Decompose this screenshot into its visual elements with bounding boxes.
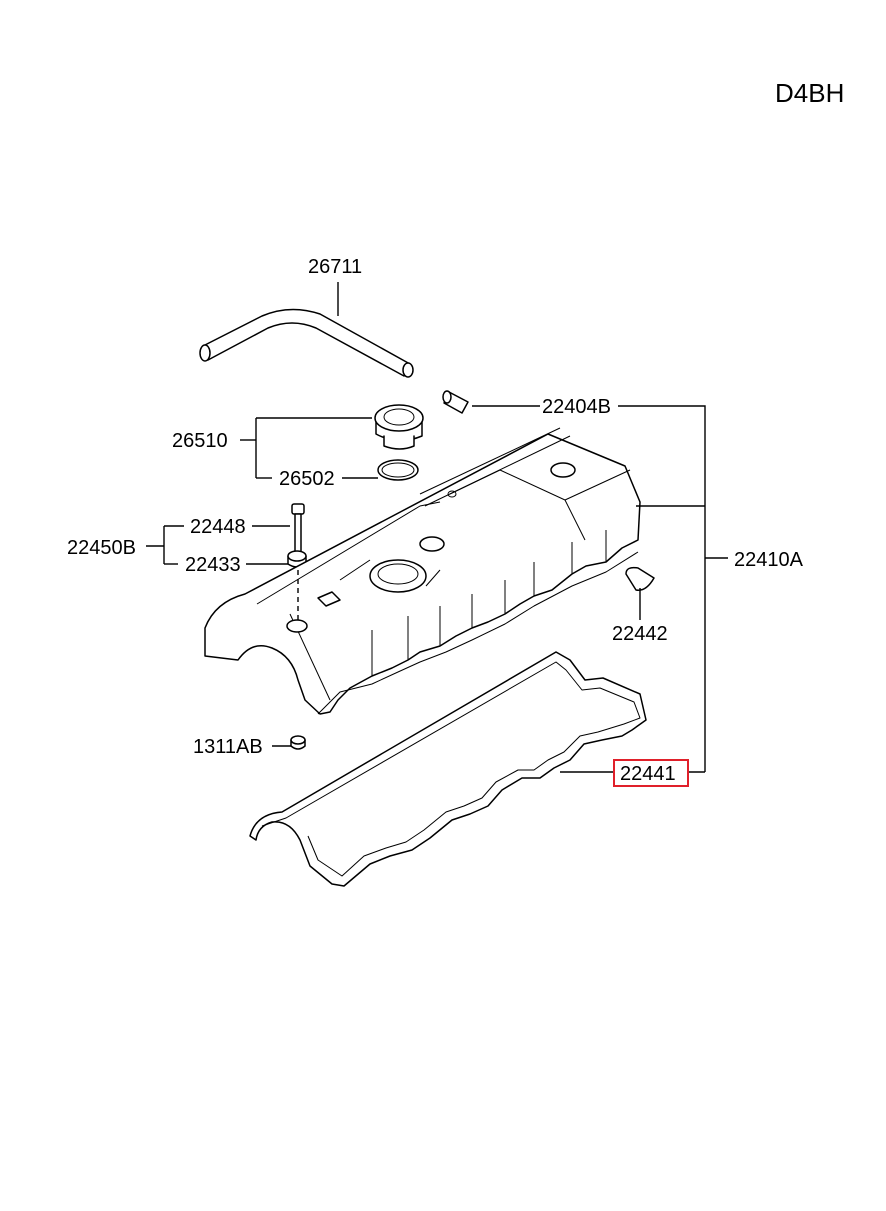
- label-26510[interactable]: 26510: [172, 430, 228, 452]
- pcv-pipe: [442, 390, 469, 414]
- stud-nut: [290, 735, 306, 750]
- label-22448[interactable]: 22448: [190, 516, 246, 538]
- oil-filler-cap: [374, 404, 424, 450]
- highlight-box: [613, 759, 689, 787]
- leader-lines: [146, 282, 728, 773]
- label-22442[interactable]: 22442: [612, 623, 668, 645]
- label-26711[interactable]: 26711: [308, 256, 362, 278]
- rocker-cover: [204, 427, 641, 715]
- breather-hose: [199, 308, 414, 378]
- part-labels: 26711 22404B 26510 26502 22448 22450B 22…: [67, 256, 804, 787]
- label-26502[interactable]: 26502: [279, 468, 335, 490]
- label-1311AB[interactable]: 1311AB: [193, 736, 263, 758]
- half-moon-plug: [625, 566, 655, 591]
- label-22450B[interactable]: 22450B: [67, 537, 136, 559]
- label-22441[interactable]: 22441: [620, 763, 676, 785]
- label-22433[interactable]: 22433: [185, 554, 241, 576]
- engine-code: D4BH: [775, 78, 844, 108]
- label-22410A[interactable]: 22410A: [734, 549, 804, 571]
- rocker-cover-gasket: [249, 651, 647, 887]
- cap-o-ring: [377, 459, 419, 481]
- label-22404B[interactable]: 22404B: [542, 396, 611, 418]
- cover-bolt: [291, 503, 305, 553]
